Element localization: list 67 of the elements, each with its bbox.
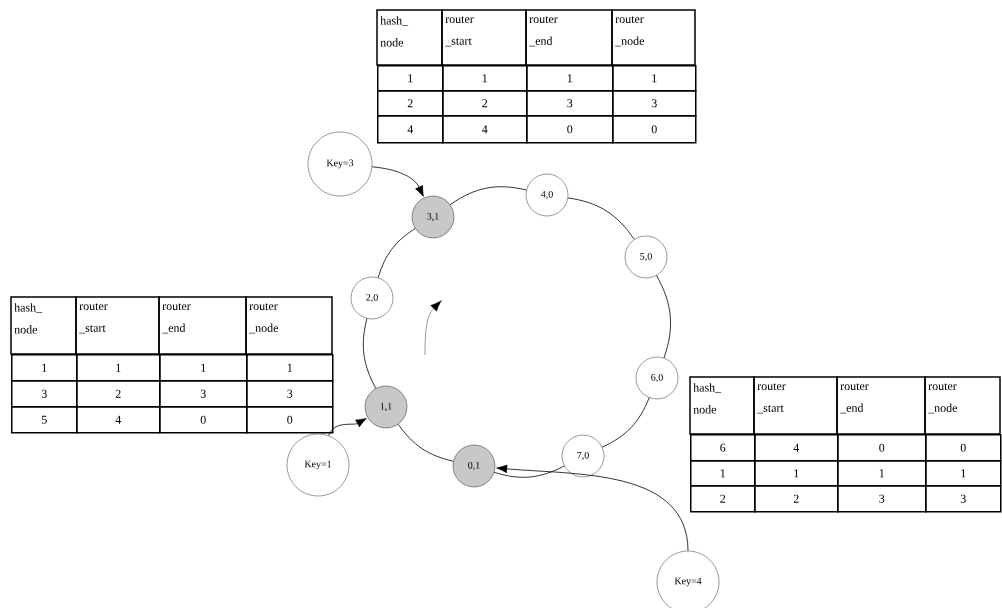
table-cell: 4 (754, 434, 839, 462)
table-cell: 3 (246, 380, 334, 408)
ring-node: 5,0 (624, 235, 668, 279)
arrow (328, 418, 367, 437)
table-cell: 1 (526, 65, 614, 92)
table-cell: 0 (246, 406, 334, 434)
ring-node: 3,1 (411, 195, 455, 239)
table-cell: 2 (377, 90, 444, 117)
table-cell: router _end (525, 9, 613, 66)
table-cell: router _end (158, 296, 247, 355)
table-cell: 3 (526, 90, 614, 117)
ring-arc (397, 423, 454, 462)
ring-arc (362, 318, 377, 389)
table-cell: 1 (159, 354, 248, 382)
table-cell: 0 (837, 434, 927, 462)
ring-arc (493, 465, 565, 478)
table-cell: 1 (690, 460, 756, 487)
table-cell: 5 (11, 406, 78, 434)
table-cell: router _node (245, 296, 333, 355)
table-cell: hash_ node (376, 9, 443, 66)
ring-arc (567, 197, 635, 240)
table-cell: 2 (690, 485, 756, 513)
table-cell: 1 (377, 65, 444, 92)
table-cell: 2 (754, 485, 839, 513)
table-cell: router _start (753, 376, 838, 435)
table-cell: router _node (924, 376, 1001, 435)
ring-node: 7,0 (561, 434, 605, 478)
table-cell: 1 (246, 354, 334, 382)
table-cell: 3 (925, 485, 1002, 513)
table-cell: 2 (76, 380, 161, 408)
table-cell: 4 (377, 115, 444, 144)
table-cell: 0 (925, 434, 1002, 462)
table-cell: 2 (442, 90, 528, 117)
ring-arc (656, 275, 671, 359)
table-cell: 3 (837, 485, 927, 513)
table-cell: hash_ node (689, 376, 755, 435)
table-cell: 1 (11, 354, 78, 382)
table-cell: 3 (612, 90, 697, 117)
table-cell: 0 (159, 406, 248, 434)
ring-node: 4,0 (525, 173, 569, 217)
table-cell: 1 (612, 65, 697, 92)
ring-arc (449, 186, 527, 206)
table-cell: 3 (159, 380, 248, 408)
table-cell: 1 (754, 460, 839, 487)
table-cell: 4 (442, 115, 528, 144)
ring-node: 2,0 (350, 276, 394, 320)
ring-arc (377, 228, 416, 279)
table-cell: router _node (611, 9, 696, 66)
table-cell: 4 (76, 406, 161, 434)
table-cell: 0 (612, 115, 697, 144)
ring-arc (601, 397, 650, 448)
ring-node: 1,1 (364, 385, 408, 429)
ring-node: 0,1 (452, 444, 496, 488)
arrow (371, 166, 424, 197)
table-cell: 1 (837, 460, 927, 487)
table-cell: hash_ node (10, 296, 77, 355)
arrow (496, 464, 689, 552)
table-cell: 1 (76, 354, 161, 382)
table-cell: 3 (11, 380, 78, 408)
ring-node: 6,0 (635, 356, 679, 400)
table-cell: router _start (75, 296, 160, 355)
table-cell: router _end (836, 376, 926, 435)
table-cell: 1 (442, 65, 528, 92)
table-cell: router _start (441, 9, 527, 66)
table-cell: 1 (925, 460, 1002, 487)
table-cell: 6 (690, 434, 756, 462)
table-cell: 0 (526, 115, 614, 144)
